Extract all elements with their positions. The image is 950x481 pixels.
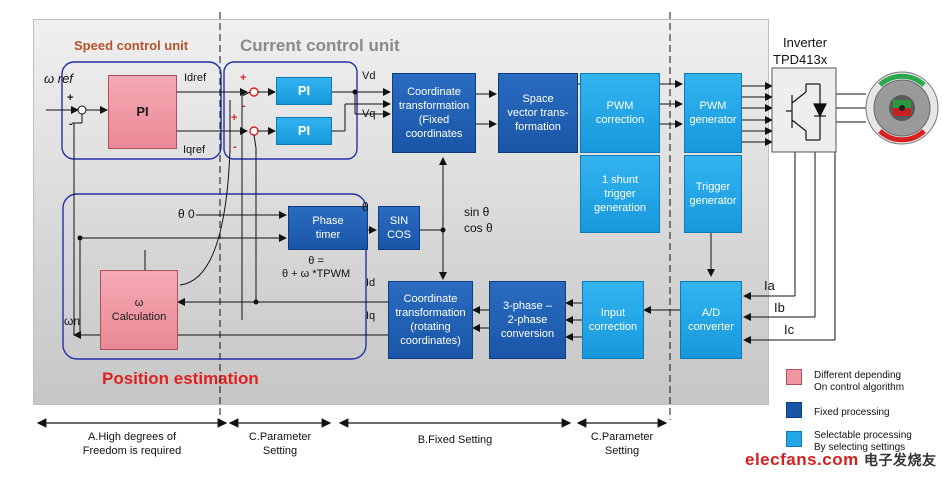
trigger-generator-block: Trigger generator [684, 155, 742, 233]
vq-label: Vq [362, 108, 376, 120]
legend-text-pink: Different depending On control algorithm [814, 370, 905, 393]
watermark-cn: 电子发烧友 [863, 452, 937, 468]
setting-a-label: A.High degrees of Freedom is required [82, 431, 182, 457]
speed-control-unit-title: Speed control unit [74, 38, 189, 53]
three-two-phase-block: 3-phase – 2-phase conversion [489, 281, 566, 359]
phase-timer-block: Phase timer [288, 206, 368, 250]
ad-converter-block: A/D converter [680, 281, 742, 359]
legend-text-dark: Fixed processing [814, 407, 890, 418]
inverter-model-label: TPD413x [773, 52, 828, 67]
minus-sign-speed: - [69, 118, 73, 130]
inverter-label: Inverter [783, 35, 828, 50]
ib-label: Ib [774, 300, 785, 315]
sin-theta-label: sin θ [464, 205, 490, 219]
omega-n-label: ωn [64, 314, 81, 328]
pi-speed-block: PI [108, 75, 177, 149]
legend-text-light: Selectable processing By selecting setti… [814, 430, 912, 453]
omega-symbol: ω [134, 297, 144, 309]
ic-label: Ic [784, 322, 795, 337]
pwm-generator-block: PWM generator [684, 73, 742, 153]
setting-c2-label: C.Parameter Setting [590, 431, 654, 457]
omega-calculation-block: ω Calculation [100, 270, 178, 350]
id-label: Id [366, 277, 376, 289]
pwm-correction-block: PWM correction [580, 73, 660, 153]
vd-label: Vd [362, 70, 376, 82]
pi-d-block: PI [276, 77, 332, 105]
minus-sign-d: - [242, 100, 246, 112]
legend-swatch-light [786, 431, 802, 447]
position-estimation-title: Position estimation [102, 369, 259, 388]
legend-swatch-pink [786, 369, 802, 385]
setting-c1-label: C.Parameter Setting [248, 431, 312, 457]
plus-sign-speed: + [67, 92, 74, 104]
space-vector-block: Space vector trans- formation [498, 73, 578, 153]
idref-label: Idref [184, 72, 207, 84]
watermark-brand: elecfans.com [745, 450, 859, 469]
position-frame [62, 193, 367, 360]
iqref-label: Iqref [183, 144, 206, 156]
cos-theta-label: cos θ [464, 221, 493, 235]
input-correction-block: Input correction [582, 281, 644, 359]
current-unit-frame [223, 61, 358, 160]
minus-sign-q: - [233, 141, 237, 153]
sin-cos-block: SIN COS [378, 206, 420, 250]
legend-swatch-dark [786, 402, 802, 418]
coordinate-fixed-block: Coordinate transformation (Fixed coordin… [392, 73, 476, 153]
theta0-label: θ 0 [178, 207, 195, 221]
omega-ref-label: ω ref [44, 71, 73, 86]
calculation-label: Calculation [111, 311, 167, 323]
coordinate-rotating-block: Coordinate transformation (rotating coor… [388, 281, 473, 359]
plus-sign-d: + [240, 72, 247, 84]
pi-q-block: PI [276, 117, 332, 145]
theta-equation-label: θ = θ + ω *TPWM [282, 255, 351, 280]
watermark: elecfans.com 电子发烧友 [745, 450, 936, 470]
ia-label: Ia [764, 278, 775, 293]
setting-b-label: B.Fixed Setting [417, 434, 493, 446]
shunt-trigger-block: 1 shunt trigger generation [580, 155, 660, 233]
iq-label: Iq [366, 310, 376, 322]
current-control-unit-title: Current control unit [240, 36, 400, 55]
plus-sign-q: + [231, 112, 238, 124]
theta-label: θ [362, 200, 369, 214]
